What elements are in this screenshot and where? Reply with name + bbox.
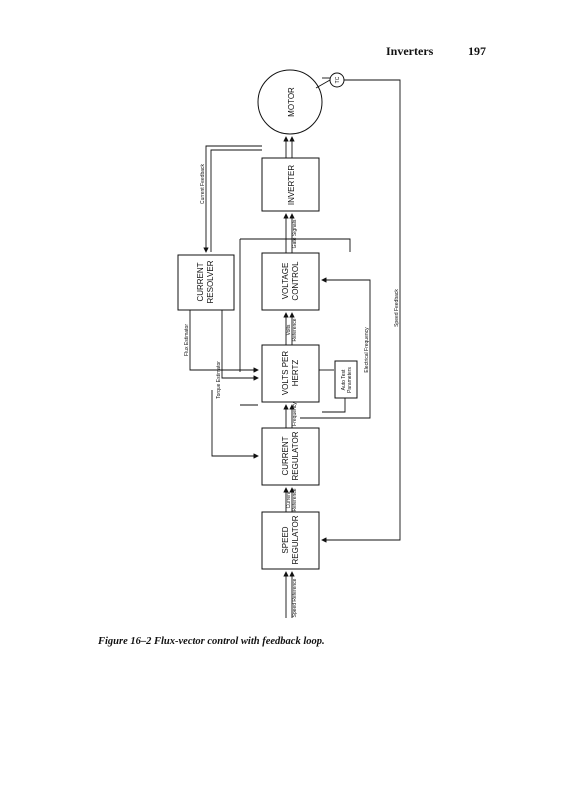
speed-feedback-label: Speed Feedback: [394, 289, 400, 327]
volts-per-hertz-label-line2: HERTZ: [291, 360, 300, 387]
voltage-control-block: VOLTAGE CONTROL: [261, 252, 320, 311]
speed-regulator-label-line2: REGULATOR: [291, 515, 300, 564]
speed-regulator-block: SPEED REGULATOR: [261, 511, 320, 570]
electrical-frequency-label: Electrical Frequency: [364, 327, 370, 373]
speed-regulator-label-line1: SPEED: [281, 526, 290, 553]
motor-label: MOTOR: [287, 87, 296, 117]
inverter-block: INVERTER: [261, 157, 320, 212]
volts-reference-label-line2: Reference: [292, 318, 298, 341]
frequency-label: Frequency: [292, 402, 298, 426]
current-regulator-label-line1: CURRENT: [281, 436, 290, 475]
inverter-label: INVERTER: [287, 165, 296, 206]
motor-block: MOTOR: [257, 69, 323, 135]
gate-signals-label: Gate Signals: [292, 219, 298, 248]
tachometer-block: TC: [329, 72, 345, 88]
volts-per-hertz-block: VOLTS PER HERTZ: [261, 344, 320, 403]
page-number: 197: [468, 44, 486, 58]
forward-signal-paths: [283, 136, 295, 618]
auto-test-label-line2: Parameters: [347, 367, 353, 393]
current-regulator-block: CURRENT REGULATOR: [261, 427, 320, 486]
volts-reference-label-line1: Volts: [286, 324, 292, 335]
current-feedback-label: Current Feedback: [200, 163, 206, 204]
signal-labels: Speed Reference Current Reference Freque…: [184, 163, 400, 617]
voltage-control-label-line1: VOLTAGE: [281, 263, 290, 300]
current-resolver-block: CURRENT RESOLVER: [177, 254, 235, 311]
voltage-control-label-line2: CONTROL: [291, 261, 300, 301]
figure-caption: Figure 16–2 Flux-vector control with fee…: [98, 636, 325, 647]
current-reference-label-line2: Reference: [292, 488, 298, 511]
feedback-signal-paths: [189, 77, 401, 543]
tachometer-label: TC: [335, 76, 341, 83]
auto-test-parameters-block: Auto Test Parameters: [334, 360, 358, 399]
current-reference-label-line1: Current: [286, 491, 292, 508]
current-resolver-label-line2: RESOLVER: [206, 260, 215, 303]
flux-estimator-label: Flux Estimator: [184, 324, 190, 356]
current-resolver-label-line1: CURRENT: [196, 262, 205, 301]
volts-per-hertz-label-line1: VOLTS PER: [281, 351, 290, 396]
torque-estimator-label: Torque Estimator: [216, 361, 222, 399]
speed-reference-label: Speed Reference: [292, 578, 298, 617]
auto-test-label-line1: Auto Test: [341, 369, 347, 390]
running-header-title: Inverters: [386, 44, 434, 58]
current-regulator-label-line2: REGULATOR: [291, 431, 300, 480]
